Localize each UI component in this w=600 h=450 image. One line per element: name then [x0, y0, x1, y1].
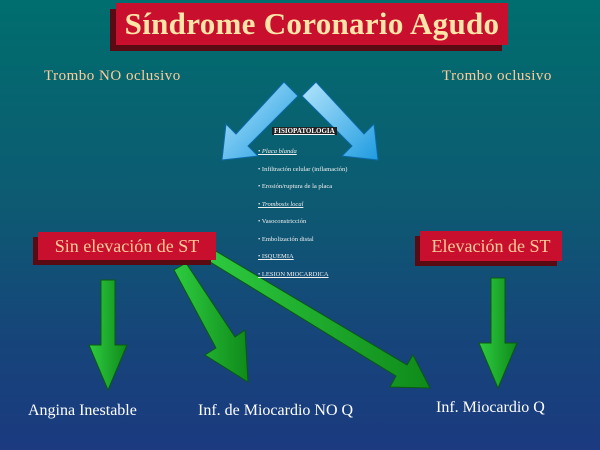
fisio-item-placa: • Placa blanda	[258, 147, 347, 165]
arrow-green-down-right	[478, 277, 518, 390]
diagram-title: Síndrome Coronario Agudo	[124, 6, 500, 41]
fisiopatologia-list: • Placa blanda • Infiltración celular (i…	[258, 147, 347, 287]
fisio-item-trombosis: • Trombosis local	[258, 200, 347, 218]
outcome-iam-q: Inf. Miocardio Q	[436, 399, 545, 416]
sin-elevacion-st-label: Sin elevación de ST	[54, 235, 200, 256]
label-trombo-oclusivo: Trombo oclusivo	[442, 68, 552, 84]
fisio-item-text: • Placa blanda	[258, 148, 297, 155]
fisio-item-embolizacion: • Embolización distal	[258, 235, 314, 243]
fisio-item-text: • Trombosis local	[258, 200, 304, 208]
arrow-right-blue	[301, 81, 379, 161]
arrow-green-down-left	[88, 279, 128, 392]
fisiopatologia-title: FISIOPATOLOGIA	[272, 127, 337, 135]
sin-elevacion-st-box: Sin elevación de ST	[38, 232, 216, 260]
outcome-iam-no-q: Inf. de Miocardio NO Q	[198, 402, 354, 419]
arrow-left-blue	[221, 81, 299, 161]
fisio-item-erosion: • Erosión/ruptura de la placa	[258, 183, 333, 190]
fisio-item-text: • ISQUEMIA	[258, 253, 294, 260]
elevacion-st-box: Elevación de ST	[420, 231, 562, 261]
fisio-item-isquemia: • ISQUEMIA	[258, 252, 347, 270]
fisio-item-text: • LESION MIOCARDICA	[258, 270, 329, 278]
fisio-item-lesion: • LESION MIOCARDICA	[258, 270, 347, 288]
fisio-item-infiltracion: • Infiltración celular (inflamación)	[258, 165, 348, 173]
arrow-green-diag-middle	[173, 262, 249, 383]
fisio-item-vasoconstriccion: • Vasoconstricción	[258, 218, 307, 225]
arrow-green-diag-long	[201, 246, 431, 389]
elevacion-st-label: Elevación de ST	[431, 235, 551, 256]
title-box: Síndrome Coronario Agudo	[116, 3, 508, 45]
outcome-angina-inestable: Angina Inestable	[28, 402, 137, 419]
label-trombo-no-oclusivo: Trombo NO oclusivo	[44, 68, 181, 84]
